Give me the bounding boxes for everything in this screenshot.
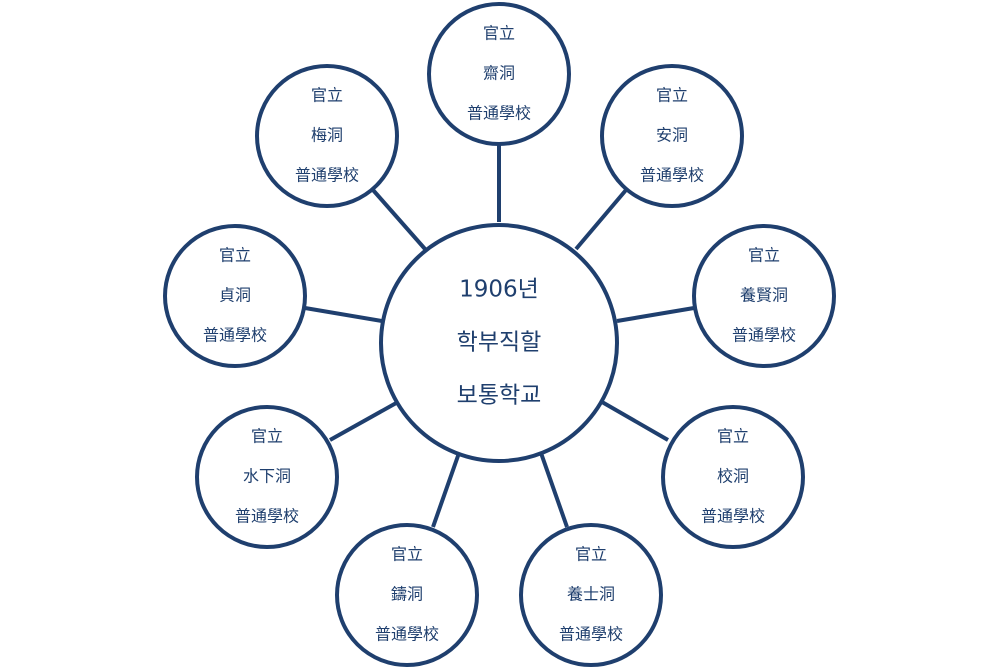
school-location: 安洞 <box>656 126 688 145</box>
school-type: 官立 <box>219 246 251 265</box>
school-node: 官立 養士洞 普通學校 <box>519 523 663 667</box>
school-circle <box>661 405 805 549</box>
school-kind: 普通學校 <box>640 166 704 185</box>
school-node: 官立 齋洞 普通學校 <box>427 2 571 146</box>
connector-line <box>616 306 695 323</box>
school-type: 官立 <box>575 545 607 564</box>
school-kind: 普通學校 <box>467 104 531 123</box>
school-circle <box>692 224 836 368</box>
center-circle <box>379 223 619 463</box>
school-type: 官立 <box>391 545 423 564</box>
school-location: 校洞 <box>717 467 749 486</box>
school-kind: 普通學校 <box>701 507 765 526</box>
school-location: 水下洞 <box>243 467 291 486</box>
center-node: 1906년 학부직할 보통학교 <box>379 223 619 463</box>
school-circle <box>519 523 663 667</box>
school-kind: 普通學校 <box>235 507 299 526</box>
school-location: 養賢洞 <box>740 286 788 305</box>
school-node: 官立 梅洞 普通學校 <box>255 64 399 208</box>
school-circle <box>335 523 479 667</box>
connector-line <box>431 452 461 528</box>
center-title: 학부직할 <box>457 330 542 356</box>
school-node: 官立 鑄洞 普通學校 <box>335 523 479 667</box>
school-location: 貞洞 <box>219 286 251 305</box>
school-location: 梅洞 <box>311 126 343 145</box>
school-kind: 普通學校 <box>203 326 267 345</box>
connectors <box>304 144 695 528</box>
school-kind: 普通學校 <box>375 625 439 644</box>
school-type: 官立 <box>656 86 688 105</box>
school-node: 官立 校洞 普通學校 <box>661 405 805 549</box>
school-circle <box>163 224 307 368</box>
school-node: 官立 安洞 普通學校 <box>600 64 744 208</box>
school-circle <box>195 405 339 549</box>
school-location: 鑄洞 <box>391 585 423 604</box>
center-year: 1906년 <box>459 277 539 303</box>
school-circle <box>255 64 399 208</box>
school-type: 官立 <box>311 86 343 105</box>
school-location: 養士洞 <box>567 585 615 604</box>
school-kind: 普通學校 <box>559 625 623 644</box>
school-type: 官立 <box>748 246 780 265</box>
school-node: 官立 養賢洞 普通學校 <box>692 224 836 368</box>
school-kind: 普通學校 <box>732 326 796 345</box>
center-subtitle: 보통학교 <box>457 383 542 409</box>
school-kind: 普通學校 <box>295 166 359 185</box>
connector-line <box>329 400 399 442</box>
school-node: 官立 貞洞 普通學校 <box>163 224 307 368</box>
connector-line <box>539 452 569 528</box>
school-location: 齋洞 <box>483 64 515 83</box>
connector-line <box>601 400 669 442</box>
school-type: 官立 <box>717 427 749 446</box>
school-circle <box>427 2 571 146</box>
connector-line <box>574 188 628 251</box>
school-type: 官立 <box>251 427 283 446</box>
connector-line <box>304 306 383 323</box>
school-circle <box>600 64 744 208</box>
school-node: 官立 水下洞 普通學校 <box>195 405 339 549</box>
connector-line <box>371 188 427 251</box>
school-type: 官立 <box>483 24 515 43</box>
